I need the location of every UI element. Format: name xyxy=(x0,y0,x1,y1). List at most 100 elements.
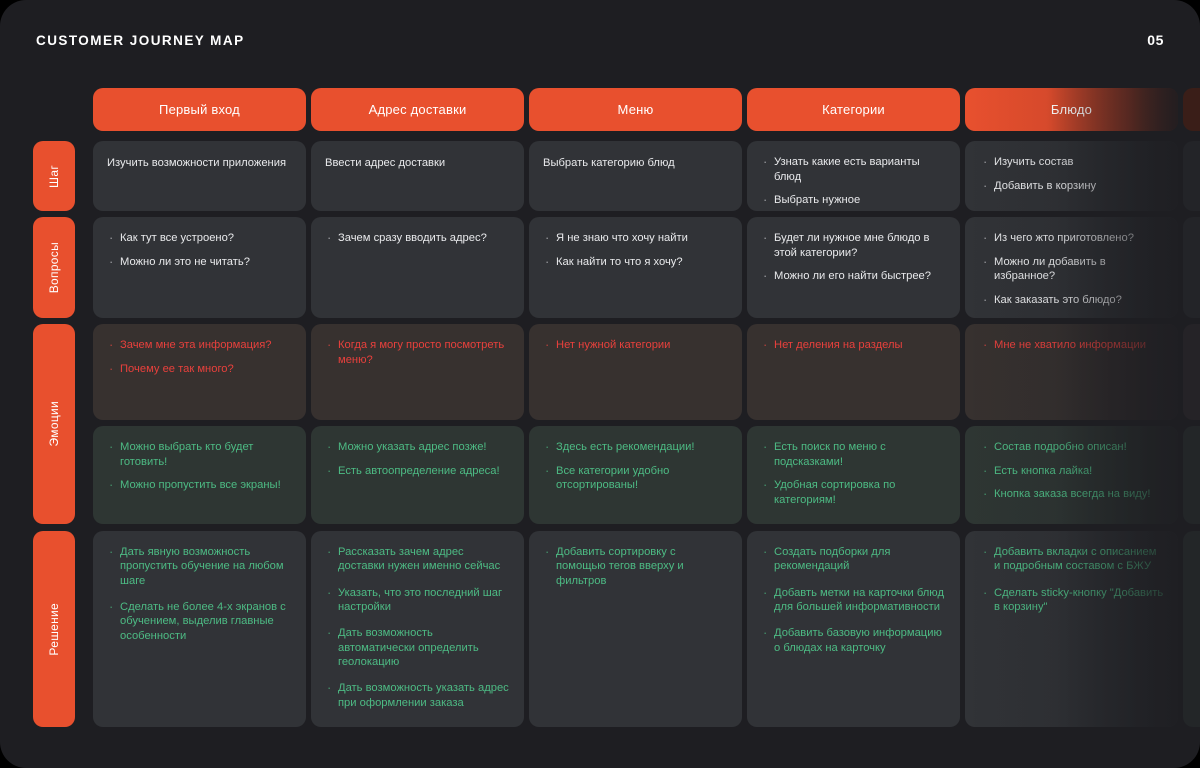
list-item: Как тут все устроено? xyxy=(107,230,292,246)
cell-solution-1[interactable]: Рассказать зачем адрес доставки нужен им… xyxy=(311,531,524,727)
cell-emotions-positive-2[interactable]: Здесь есть рекомендации! Все категории у… xyxy=(529,426,742,524)
stage-header-1-label: Адрес доставки xyxy=(368,102,467,117)
stage-header-5-partial[interactable] xyxy=(1183,88,1200,131)
bullet-list: Узнать какие есть варианты блюд Выбрать … xyxy=(761,154,946,209)
cell-solution-5-partial[interactable] xyxy=(1183,531,1200,727)
page-title: CUSTOMER JOURNEY MAP xyxy=(36,33,245,48)
bullet-list: Можно выбрать кто будет готовить! Можно … xyxy=(107,439,292,494)
cell-emotions-positive-3[interactable]: Есть поиск по меню с подсказками! Удобна… xyxy=(747,426,960,524)
bullet-list: Изучить состав Добавить в корзину xyxy=(981,154,1164,194)
list-item: Дать явную возможность пропустить обучен… xyxy=(107,544,292,588)
cell-questions-4[interactable]: Из чего жто приготовлено? Можно ли добав… xyxy=(965,217,1178,318)
list-item: Почему ее так много? xyxy=(107,361,292,377)
stage-header-4[interactable]: Блюдо xyxy=(965,88,1178,131)
cell-questions-0[interactable]: Как тут все устроено? Можно ли это не чи… xyxy=(93,217,306,318)
bullet-list: Рассказать зачем адрес доставки нужен им… xyxy=(325,544,510,710)
stage-header-0-label: Первый вход xyxy=(159,102,240,117)
list-item: Изучить состав xyxy=(981,154,1164,170)
cell-questions-1[interactable]: Зачем сразу вводить адрес? xyxy=(311,217,524,318)
list-item: Дать возможность автоматически определит… xyxy=(325,625,510,669)
cell-questions-3[interactable]: Будет ли нужное мне блюдо в этой категор… xyxy=(747,217,960,318)
list-item: Кнопка заказа всегда на виду! xyxy=(981,486,1164,502)
cell-text: Ввести адрес доставки xyxy=(325,157,446,169)
stage-header-1[interactable]: Адрес доставки xyxy=(311,88,524,131)
cell-emotions-positive-5-partial[interactable] xyxy=(1183,426,1200,524)
cell-emotions-positive-4[interactable]: Состав подробно описан! Есть кнопка лайк… xyxy=(965,426,1178,524)
list-item: Есть поиск по меню с подсказками! xyxy=(761,439,946,469)
list-item: Сделать sticky-кнопку "Добавить в корзин… xyxy=(981,585,1164,615)
list-item: Можно указать адрес позже! xyxy=(325,439,510,455)
page-number: 05 xyxy=(1147,32,1164,48)
list-item: Сделать не более 4-х экранов с обучением… xyxy=(107,599,292,643)
cell-solution-0[interactable]: Дать явную возможность пропустить обучен… xyxy=(93,531,306,727)
cell-emotions-negative-1[interactable]: Когда я могу просто посмотреть меню? xyxy=(311,324,524,420)
row-label-questions: Вопросы xyxy=(33,217,75,318)
cell-text: Изучить возможности приложения xyxy=(107,157,287,169)
cell-emotions-positive-1[interactable]: Можно указать адрес позже! Есть автоопре… xyxy=(311,426,524,524)
list-item: Зачем сразу вводить адрес? xyxy=(325,230,510,246)
list-item: Есть автоопределение адреса! xyxy=(325,463,510,479)
list-item: Нет деления на разделы xyxy=(761,337,946,353)
cell-step-2[interactable]: Выбрать категорию блюд xyxy=(529,141,742,211)
list-item: Все категории удобно отсортированы! xyxy=(543,463,728,493)
list-item: Удобная сортировка по категориям! xyxy=(761,477,946,507)
list-item: Можно ли его найти быстрее? xyxy=(761,268,946,284)
list-item: Состав подробно описан! xyxy=(981,439,1164,455)
list-item: Можно ли это не читать? xyxy=(107,254,292,270)
bullet-list: Из чего жто приготовлено? Можно ли добав… xyxy=(981,230,1164,308)
cell-solution-4[interactable]: Добавить вкладки с описанием и подробным… xyxy=(965,531,1178,727)
cell-step-3[interactable]: Узнать какие есть варианты блюд Выбрать … xyxy=(747,141,960,211)
cell-emotions-positive-0[interactable]: Можно выбрать кто будет готовить! Можно … xyxy=(93,426,306,524)
stage-header-2[interactable]: Меню xyxy=(529,88,742,131)
row-label-step: Шаг xyxy=(33,141,75,211)
list-item: Добавить вкладки с описанием и подробным… xyxy=(981,544,1164,574)
bullet-list: Состав подробно описан! Есть кнопка лайк… xyxy=(981,439,1164,503)
row-label-questions-text: Вопросы xyxy=(47,241,61,294)
list-item: Можно пропустить все экраны! xyxy=(107,477,292,493)
bullet-list: Можно указать адрес позже! Есть автоопре… xyxy=(325,439,510,479)
stage-header-2-label: Меню xyxy=(617,102,654,117)
cell-questions-2[interactable]: Я не знаю что хочу найти Как найти то чт… xyxy=(529,217,742,318)
cell-step-0[interactable]: Изучить возможности приложения xyxy=(93,141,306,211)
slide-header: CUSTOMER JOURNEY MAP 05 xyxy=(0,0,1200,84)
journey-map-grid: Шаг Вопросы Эмоции Решение Первый вход И… xyxy=(0,84,1200,768)
list-item: Я не знаю что хочу найти xyxy=(543,230,728,246)
cell-emotions-negative-3[interactable]: Нет деления на разделы xyxy=(747,324,960,420)
list-item: Из чего жто приготовлено? xyxy=(981,230,1164,246)
cell-emotions-negative-2[interactable]: Нет нужной категории xyxy=(529,324,742,420)
stage-header-0[interactable]: Первый вход xyxy=(93,88,306,131)
bullet-list: Будет ли нужное мне блюдо в этой категор… xyxy=(761,230,946,285)
list-item: Нет нужной категории xyxy=(543,337,728,353)
list-item: Как найти то что я хочу? xyxy=(543,254,728,270)
list-item: Есть кнопка лайка! xyxy=(981,463,1164,479)
bullet-list: Мне не хватило информации xyxy=(981,337,1164,353)
cell-step-4[interactable]: Изучить состав Добавить в корзину xyxy=(965,141,1178,211)
list-item: Мне не хватило информации xyxy=(981,337,1164,353)
cell-text: Выбрать категорию блюд xyxy=(543,157,675,169)
list-item: Здесь есть рекомендации! xyxy=(543,439,728,455)
bullet-list: Дать явную возможность пропустить обучен… xyxy=(107,544,292,643)
bullet-list: Добавить сортировку с помощью тегов ввер… xyxy=(543,544,728,588)
row-label-emotions-text: Эмоции xyxy=(47,401,61,447)
bullet-list: Добавить вкладки с описанием и подробным… xyxy=(981,544,1164,615)
list-item: Можно ли добавить в избранное? xyxy=(981,254,1164,284)
list-item: Добавть метки на карточки блюд для больш… xyxy=(761,585,946,615)
bullet-list: Нет деления на разделы xyxy=(761,337,946,353)
list-item: Добавить сортировку с помощью тегов ввер… xyxy=(543,544,728,588)
row-label-emotions: Эмоции xyxy=(33,324,75,524)
cell-step-1[interactable]: Ввести адрес доставки xyxy=(311,141,524,211)
cell-emotions-negative-5-partial[interactable] xyxy=(1183,324,1200,420)
cell-solution-2[interactable]: Добавить сортировку с помощью тегов ввер… xyxy=(529,531,742,727)
cell-emotions-negative-4[interactable]: Мне не хватило информации xyxy=(965,324,1178,420)
stage-header-3[interactable]: Категории xyxy=(747,88,960,131)
cell-step-5-partial[interactable] xyxy=(1183,141,1200,211)
list-item: Добавить базовую информацию о блюдах на … xyxy=(761,625,946,655)
cell-solution-3[interactable]: Создать подборки для рекомендаций Добавт… xyxy=(747,531,960,727)
bullet-list: Я не знаю что хочу найти Как найти то чт… xyxy=(543,230,728,270)
bullet-list: Зачем сразу вводить адрес? xyxy=(325,230,510,246)
bullet-list: Как тут все устроено? Можно ли это не чи… xyxy=(107,230,292,270)
cell-questions-5-partial[interactable] xyxy=(1183,217,1200,318)
list-item: Как заказать это блюдо? xyxy=(981,292,1164,308)
cell-emotions-negative-0[interactable]: Зачем мне эта информация? Почему ее так … xyxy=(93,324,306,420)
list-item: Добавить в корзину xyxy=(981,178,1164,194)
